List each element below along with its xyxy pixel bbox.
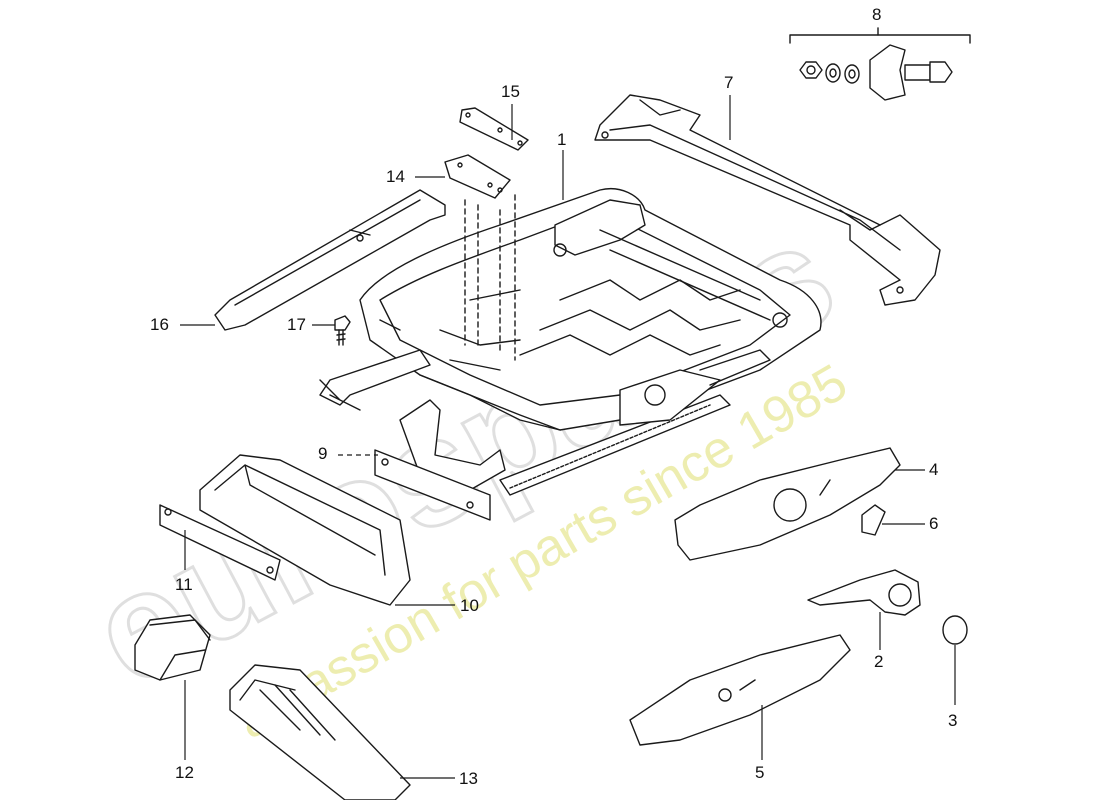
callout-10: 10 bbox=[460, 596, 479, 615]
seat-frame bbox=[319, 188, 822, 496]
callout-1: 1 bbox=[557, 130, 567, 149]
rear-cross-member bbox=[594, 94, 941, 306]
leader-lines bbox=[180, 95, 956, 779]
callout-13: 13 bbox=[459, 769, 478, 788]
callout-16: 16 bbox=[150, 315, 169, 334]
cylinder bbox=[229, 664, 411, 800]
cover-plate bbox=[159, 504, 281, 581]
trim-panel bbox=[629, 634, 851, 746]
callout-17: 17 bbox=[287, 315, 306, 334]
side-bracket bbox=[214, 189, 446, 331]
callout-9: 9 bbox=[318, 444, 328, 463]
grommet bbox=[861, 504, 886, 536]
fastener-set bbox=[789, 27, 971, 101]
callout-15: 15 bbox=[501, 82, 520, 101]
cap bbox=[942, 615, 968, 645]
trim-cover bbox=[674, 447, 901, 561]
lever bbox=[807, 569, 921, 616]
callout-8: 8 bbox=[872, 5, 882, 24]
callout-7: 7 bbox=[724, 73, 734, 92]
callout-4: 4 bbox=[929, 460, 939, 479]
screw bbox=[334, 315, 351, 346]
callout-12: 12 bbox=[175, 763, 194, 782]
callout-3: 3 bbox=[948, 711, 958, 730]
callout-6: 6 bbox=[929, 514, 939, 533]
callout-11: 11 bbox=[175, 575, 193, 594]
callout-5: 5 bbox=[755, 763, 765, 782]
callout-2: 2 bbox=[874, 652, 884, 671]
housing bbox=[199, 454, 411, 606]
callout-14: 14 bbox=[386, 167, 405, 186]
collar bbox=[134, 614, 211, 681]
mounting-plates bbox=[444, 107, 529, 361]
support-bracket bbox=[374, 399, 506, 521]
